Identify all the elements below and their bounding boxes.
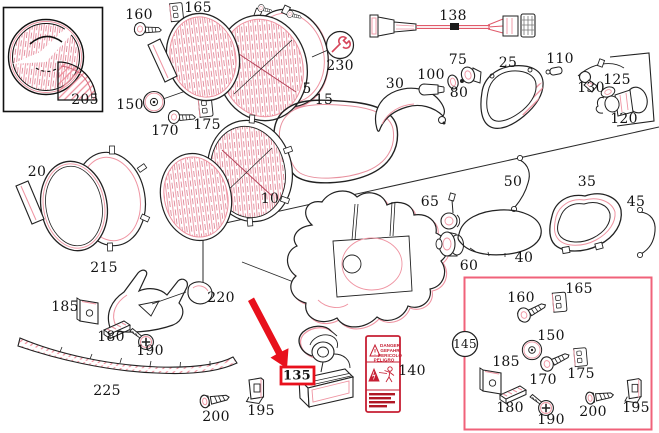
part-label-170-kit[interactable]: 170 [529,372,557,388]
upper-left-lens [165,12,241,102]
clip-185-left [76,297,99,325]
part-label-110[interactable]: 110 [546,51,574,67]
part-label-35[interactable]: 35 [577,174,597,190]
highlight-annotation [248,297,316,386]
bezel-25 [480,65,544,129]
support-bracket-215 [107,269,188,333]
ring-80 [447,74,459,90]
part-label-195-left[interactable]: 195 [247,403,275,419]
fastener-kit-box [451,276,653,431]
part-label-65[interactable]: 65 [420,194,440,210]
screw-200-left [198,390,231,410]
lower-left-lens [159,152,233,242]
adjuster-wheel-60 [435,231,464,257]
kit-clip-175 [573,347,589,368]
part-label-190-kit[interactable]: 190 [537,412,565,428]
cap-220 [151,281,213,305]
highlight-arrow [248,297,289,369]
part-label-160-top[interactable]: 160 [125,7,153,23]
warning-label-140: DANGER GEFAHR PERICOLO PELIGRO [365,335,402,413]
part-label-30[interactable]: 30 [385,76,405,92]
gasket-15 [273,99,399,184]
trim-strip-225 [17,337,238,375]
adjuster-65 [440,192,461,230]
part-label-160-kit[interactable]: 160 [507,290,535,306]
part-label-185-kit[interactable]: 185 [492,354,520,370]
warning-text-peligro: PELIGRO [374,358,395,363]
part-label-230[interactable]: 230 [326,58,354,74]
bracket-195-left [245,377,265,405]
part-label-145-circled[interactable]: 145 [453,337,477,351]
part-label-75[interactable]: 75 [448,52,468,68]
electric-shock-pictogram [368,366,395,383]
part-label-60[interactable]: 60 [459,258,479,274]
seal-40 [457,209,542,257]
part-label-20[interactable]: 20 [27,164,47,180]
bulb-130 [578,70,598,93]
part-label-140[interactable]: 140 [398,363,426,379]
upper-right-lens [215,14,309,122]
part-label-150-kit[interactable]: 150 [537,328,565,344]
part-label-10[interactable]: 10 [260,191,280,207]
part-label-180-kit[interactable]: 180 [496,400,524,416]
socket-housing-120 [595,52,655,127]
retaining-ring-20 [15,145,151,252]
rod-45 [636,206,656,259]
warning-text-gefahr: GEFAHR [380,348,400,353]
part-label-135-highlighted[interactable]: 135 [282,368,312,384]
part-label-220[interactable]: 220 [207,290,235,306]
highlight-box [279,365,316,386]
part-label-200-left[interactable]: 200 [202,409,230,425]
part-label-170-top[interactable]: 170 [151,123,179,139]
part-label-175-top[interactable]: 175 [193,117,221,133]
wrench-icon [331,35,352,53]
part-label-130[interactable]: 130 [577,80,605,96]
part-label-80[interactable]: 80 [449,85,469,101]
part-label-225[interactable]: 225 [93,383,121,399]
part-label-190-left[interactable]: 190 [136,343,164,359]
part-label-45[interactable]: 45 [626,194,646,210]
part-label-180-left[interactable]: 180 [97,329,125,345]
part-label-165-kit[interactable]: 165 [565,281,593,297]
part-label-205[interactable]: 205 [71,92,99,108]
housing-bracket-unit [286,190,450,330]
part-label-175-kit[interactable]: 175 [567,366,595,382]
part-label-50[interactable]: 50 [503,174,523,190]
bulb-110 [545,66,563,76]
part-label-138[interactable]: 138 [439,8,467,24]
tool-required-symbol [311,30,355,60]
part-label-15[interactable]: 15 [314,92,334,108]
kit-clip-185 [479,367,502,395]
part-label-165-top[interactable]: 165 [184,0,212,16]
inset-headlamp-205 [2,6,104,113]
socket-75 [460,66,482,84]
warning-text-danger: DANGER [380,343,401,348]
frame-35 [549,193,622,255]
part-label-40[interactable]: 40 [514,250,534,266]
warning-fine-print [369,393,395,408]
part-label-5[interactable]: 5 [302,81,312,97]
upper-headlamp-assembly [147,3,330,122]
part-label-150-top[interactable]: 150 [116,97,144,113]
part-label-125[interactable]: 125 [603,72,631,88]
lower-headlamp-assembly [15,114,294,252]
part-label-120[interactable]: 120 [610,111,638,127]
part-label-195-kit[interactable]: 195 [622,400,650,416]
warning-triangle-icon [369,343,381,357]
rod-50 [510,154,530,213]
bulb-100 [418,83,445,96]
kit-screw-200 [584,388,615,406]
part-label-25[interactable]: 25 [498,55,518,71]
warning-text-pericolo: PERICOLO [378,353,402,358]
part-label-215[interactable]: 215 [90,260,118,276]
fastener-160-screw [132,21,163,40]
wiring-harness-138 [369,13,536,38]
part-label-185-left[interactable]: 185 [51,299,79,315]
part-label-200-kit[interactable]: 200 [579,404,607,420]
turn-signal-lens-30 [375,87,446,132]
part-label-100[interactable]: 100 [417,67,445,83]
kit-number-circle [451,330,479,358]
